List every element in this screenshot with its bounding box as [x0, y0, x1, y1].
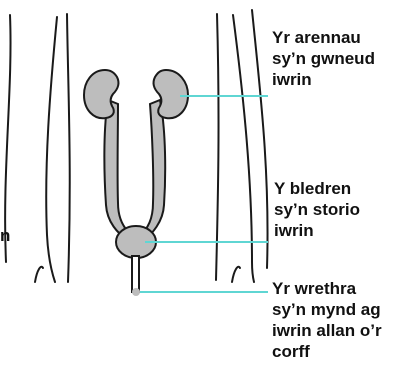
cropped-edge-label: n	[0, 225, 10, 246]
right-outer-contour	[252, 10, 268, 268]
left-arm-contour	[67, 14, 70, 282]
urethra-label: Yr wrethra sy’n mynd ag iwrin allan o’r …	[272, 278, 382, 362]
right-arm-contour	[216, 14, 219, 280]
bladder-label: Y bledren sy’n storio iwrin	[274, 178, 360, 241]
urethra-tube	[132, 256, 139, 292]
kidneys	[84, 70, 188, 118]
left-ureter-outer	[104, 100, 133, 240]
right-kidney	[154, 70, 188, 118]
right-ureter-outer	[139, 100, 165, 240]
left-knee-contour	[35, 267, 43, 282]
urethra-opening	[132, 288, 140, 296]
right-knee-contour	[232, 267, 240, 282]
kidneys-label: Yr arennau sy’n gwneud iwrin	[272, 27, 375, 90]
ureters	[104, 100, 165, 240]
left-inner-contour	[46, 17, 57, 282]
urethra	[132, 256, 140, 296]
left-kidney	[84, 70, 118, 118]
